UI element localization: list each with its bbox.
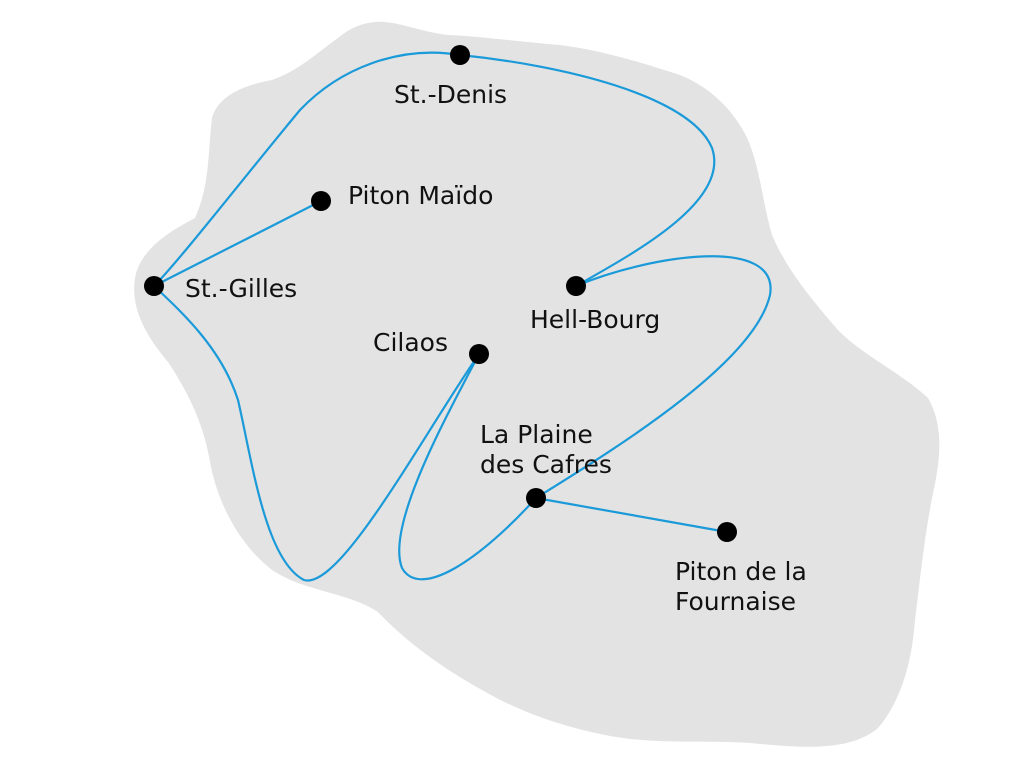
island-landmass	[134, 21, 940, 747]
label-st-gilles: St.-Gilles	[185, 274, 297, 303]
route-cilaos-to-st-gilles	[153, 285, 480, 582]
place-labels: St.-Denis Piton Maïdo St.-Gilles Hell-Bo…	[185, 80, 815, 616]
route-st-gilles-to-piton-maido	[153, 200, 322, 287]
marker-piton-maido[interactable]	[311, 191, 331, 211]
route-lines	[153, 51, 772, 582]
location-markers	[144, 45, 737, 542]
marker-st-gilles[interactable]	[144, 276, 164, 296]
route-la-plaine-to-piton-de-la-fournaise	[535, 496, 728, 534]
marker-hell-bourg[interactable]	[566, 276, 586, 296]
route-st-denis-to-hell-bourg	[459, 53, 716, 287]
marker-st-denis[interactable]	[450, 45, 470, 65]
marker-piton-de-la-fournaise[interactable]	[717, 522, 737, 542]
label-st-denis: St.-Denis	[394, 80, 507, 109]
marker-cilaos[interactable]	[469, 344, 489, 364]
label-cilaos: Cilaos	[373, 328, 448, 357]
label-la-plaine-des-cafres: La Plaine des Cafres	[480, 420, 612, 479]
route-la-plaine-to-cilaos	[398, 353, 537, 581]
route-hell-bourg-loop-to-la-plaine	[535, 255, 772, 499]
route-st-gilles-to-st-denis	[153, 51, 461, 287]
label-piton-de-la-fournaise: Piton de la Fournaise	[675, 557, 815, 616]
label-hell-bourg: Hell-Bourg	[530, 305, 660, 334]
marker-la-plaine-des-cafres[interactable]	[526, 488, 546, 508]
label-piton-maido: Piton Maïdo	[348, 181, 493, 210]
